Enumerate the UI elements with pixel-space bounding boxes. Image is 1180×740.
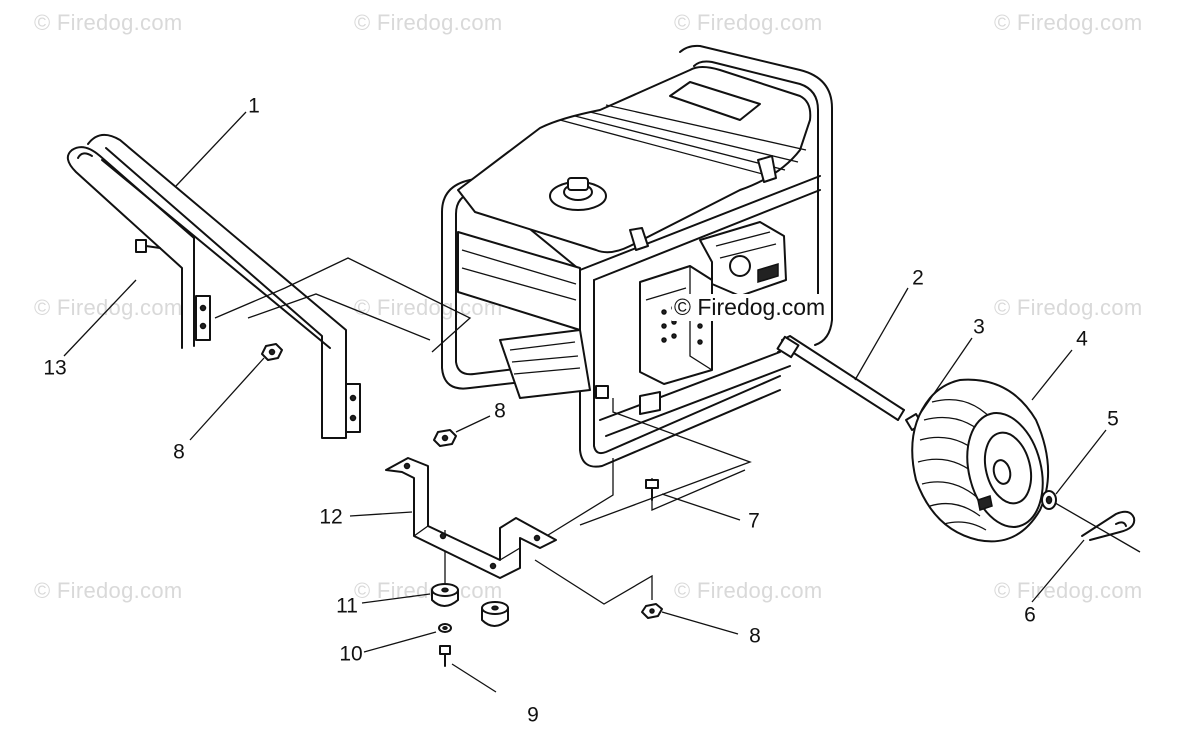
watermark: © Firedog.com	[994, 10, 1143, 35]
watermark: © Firedog.com	[994, 295, 1143, 320]
watermark-center: © Firedog.com	[672, 294, 828, 321]
callout-8-left: 8	[173, 440, 185, 464]
callout-6: 6	[1024, 603, 1036, 627]
watermark: © Firedog.com	[34, 10, 183, 35]
nut-icon	[433, 429, 457, 447]
callout-5: 5	[1107, 407, 1119, 431]
callout-11: 11	[336, 594, 358, 618]
callout-8-top: 8	[494, 399, 506, 423]
watermark: © Firedog.com	[354, 295, 503, 320]
watermark: © Firedog.com	[34, 578, 183, 603]
generator-frame-icon	[441, 44, 833, 468]
watermark: © Firedog.com	[354, 578, 503, 603]
watermark: © Firedog.com	[994, 578, 1143, 603]
axle-icon	[776, 335, 905, 421]
mount-bracket-icon	[385, 457, 557, 579]
watermark: © Firedog.com	[674, 10, 823, 35]
callout-2: 2	[912, 266, 924, 290]
washer-icon	[1041, 490, 1057, 510]
nut-icon	[261, 343, 283, 361]
handle-bar-icon	[66, 133, 361, 439]
callout-1: 1	[248, 94, 260, 118]
wheel-icon	[911, 378, 1049, 543]
callout-8-bottom: 8	[749, 624, 761, 648]
callout-leaders	[63, 111, 1107, 693]
watermark: © Firedog.com	[354, 10, 503, 35]
nut-icon	[641, 603, 663, 619]
bolt-icon	[645, 479, 659, 501]
callout-10: 10	[339, 642, 363, 666]
bolt-icon	[135, 239, 161, 253]
rubber-foot-icon	[431, 583, 509, 627]
washer-icon	[438, 623, 452, 633]
callout-9: 9	[527, 703, 539, 727]
callout-3: 3	[973, 315, 985, 339]
callout-12: 12	[319, 505, 343, 529]
callout-7: 7	[748, 509, 760, 533]
bolt-icon	[439, 645, 451, 667]
callout-4: 4	[1076, 327, 1088, 351]
watermark: © Firedog.com	[674, 578, 823, 603]
watermark: © Firedog.com	[34, 295, 183, 320]
callout-13: 13	[43, 356, 67, 380]
hairpin-clip-icon	[1081, 510, 1136, 541]
